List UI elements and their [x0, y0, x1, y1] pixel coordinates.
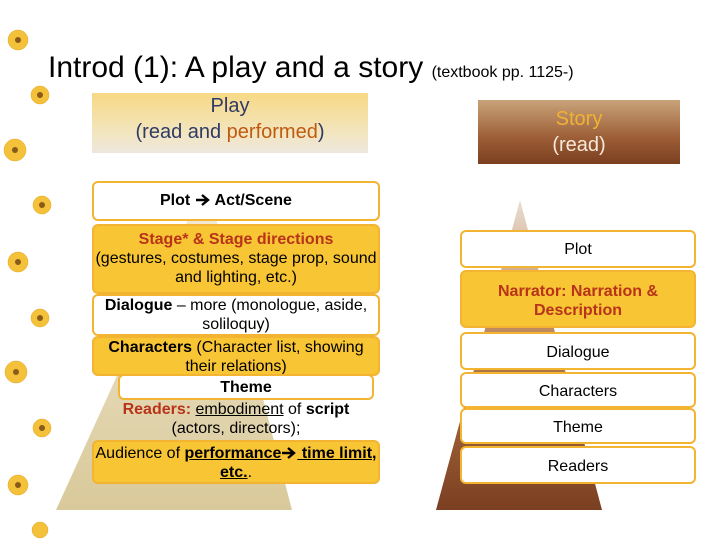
- characters-detail: (Character list, showing their relations…: [185, 339, 364, 375]
- audience-performance: performance: [184, 445, 282, 462]
- play-sub-c: ): [317, 121, 325, 143]
- dialogue-detail: – more (monologue, aside, soliloquy): [172, 297, 368, 333]
- play-readers: Readers: embodiment of script (actors, d…: [92, 400, 380, 438]
- characters-label: Characters: [108, 339, 192, 356]
- play-plot-box: Plot Act/Scene: [92, 181, 380, 221]
- theme-label: Theme: [220, 379, 272, 396]
- story-theme-label: Theme: [553, 419, 603, 436]
- title-note: (textbook pp. 1125-): [431, 64, 574, 81]
- story-narrator-label: Narrator: Narration & Description: [497, 283, 659, 319]
- readers-embodiment: embodiment: [195, 401, 284, 418]
- story-narrator-box: Narrator: Narration & Description: [460, 270, 696, 328]
- stage-detail: (gestures, costumes, stage prop, sound a…: [95, 250, 377, 286]
- stage-title: Stage* & Stage directions: [138, 231, 334, 248]
- story-readers-box: Readers: [460, 446, 696, 484]
- readers-label: Readers:: [122, 401, 192, 418]
- title-main: Introd (1): A play and a story: [48, 51, 424, 84]
- story-characters-label: Characters: [538, 383, 618, 400]
- audience-label: Audience of: [95, 445, 185, 462]
- play-header: Play (read and performed): [92, 93, 368, 153]
- story-header-title: Story: [555, 108, 603, 130]
- story-plot-label: Plot: [564, 241, 592, 258]
- play-act-scene-label: Act/Scene: [210, 192, 292, 209]
- play-theme-box: Theme: [118, 374, 374, 400]
- story-dialogue-box: Dialogue: [460, 332, 696, 370]
- arrow-right-icon: [195, 194, 210, 206]
- page-title: Introd (1): A play and a story (textbook…: [48, 50, 574, 91]
- story-plot-box: Plot: [460, 230, 696, 268]
- audience-time-limit: time limit, etc.: [219, 445, 377, 481]
- story-dialogue-label: Dialogue: [546, 344, 610, 361]
- play-plot-label: Plot: [160, 192, 195, 209]
- readers-script: script: [305, 401, 350, 418]
- play-header-subtitle: (read and performed): [92, 119, 368, 145]
- dialogue-label: Dialogue: [104, 297, 173, 314]
- readers-of: of: [283, 401, 306, 418]
- play-dialogue-box: Dialogue – more (monologue, aside, solil…: [92, 294, 380, 336]
- play-sub-b: performed: [226, 121, 318, 143]
- story-header: Story (read): [478, 100, 680, 164]
- story-theme-box: Theme: [460, 408, 696, 444]
- play-characters-box: Characters (Character list, showing thei…: [92, 336, 380, 376]
- audience-period: .: [247, 464, 253, 481]
- play-sub-a: (read and: [135, 121, 227, 143]
- arrow-right-icon: [282, 447, 297, 459]
- play-header-title: Play: [210, 95, 250, 117]
- play-stage-box: Stage* & Stage directions (gestures, cos…: [92, 224, 380, 294]
- play-audience-box: Audience of performance time limit, etc.…: [92, 440, 380, 484]
- story-header-subtitle: (read): [552, 134, 606, 156]
- readers-detail: (actors, directors);: [171, 420, 301, 437]
- flower-border: [3, 29, 52, 539]
- story-readers-label: Readers: [547, 458, 609, 475]
- story-characters-box: Characters: [460, 372, 696, 408]
